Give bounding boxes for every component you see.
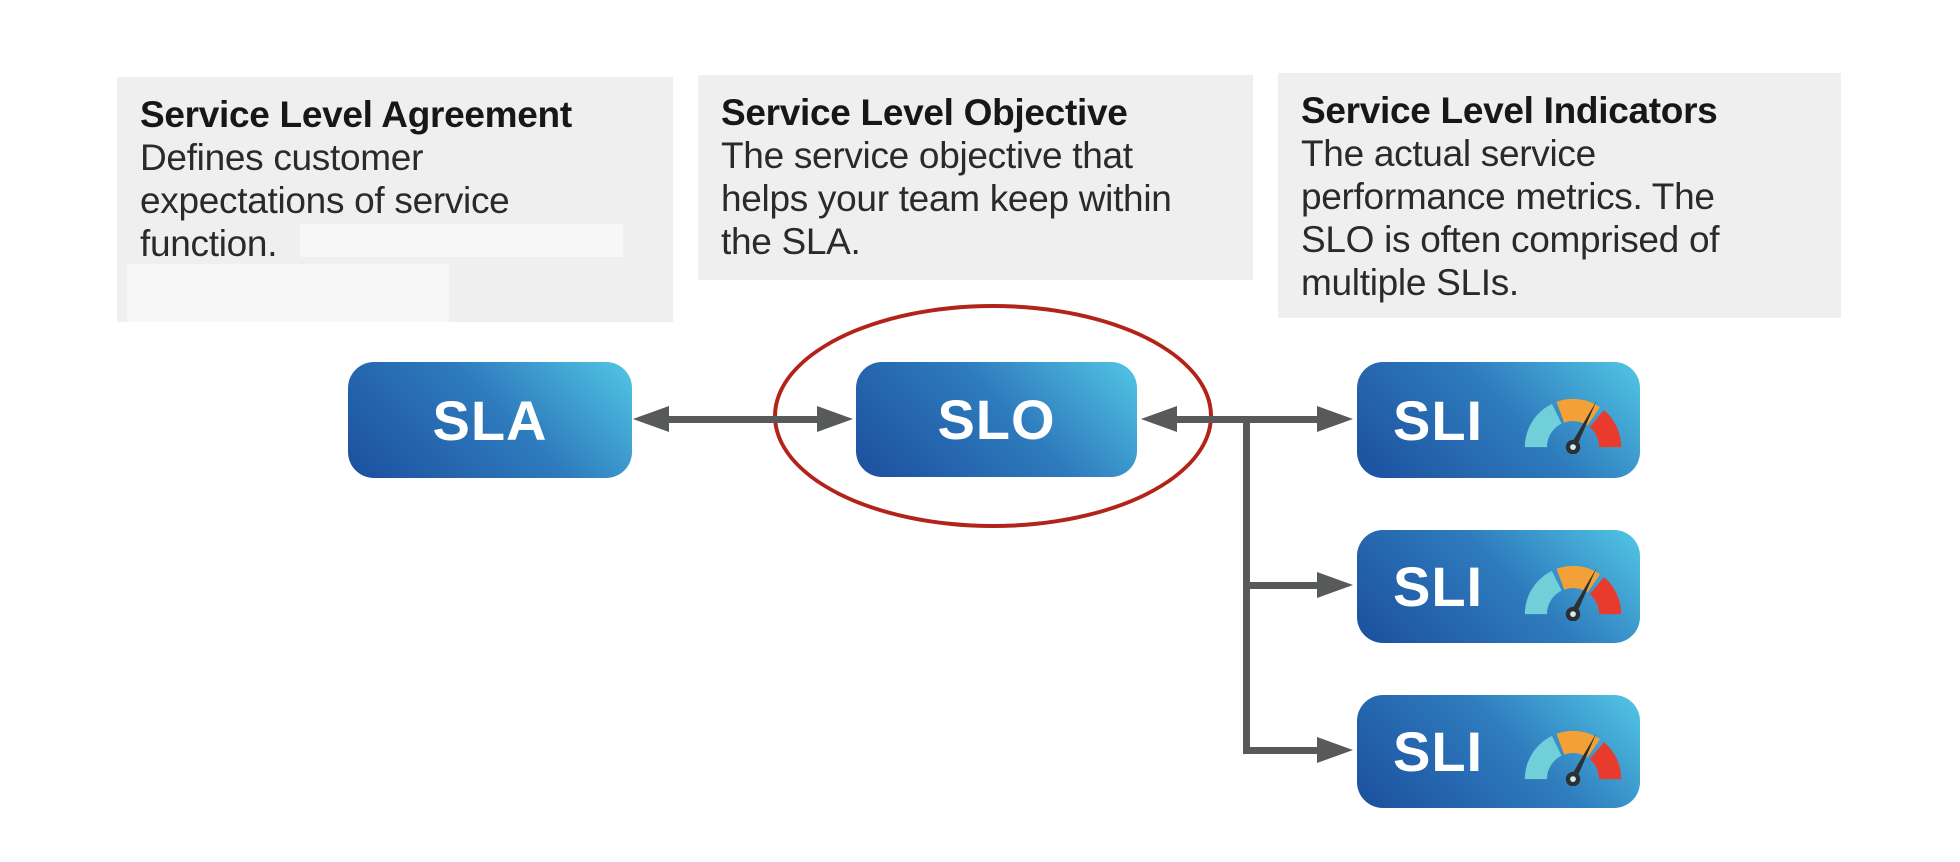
gauge-icon [1524,730,1622,786]
arrowhead-to-sla-icon [633,406,669,432]
gauge-icon [1524,565,1622,621]
description-line: the SLA. [721,221,861,262]
node-sli-label: SLI [1393,388,1484,452]
description-box-sli: Service Level Indicators The actual serv… [1278,73,1841,318]
description-title-sla: Service Level Agreement [140,94,572,135]
description-line: function. [140,223,278,264]
arrow-trunk-sli1-shaft [1247,416,1321,423]
gauge-icon [1524,398,1622,454]
description-line: SLO is often comprised of [1301,219,1720,260]
trunk-vertical-line [1243,416,1250,754]
arrowhead-to-sli3-icon [1317,737,1353,763]
arrowhead-to-slo-icon [817,406,853,432]
node-sla-label: SLA [432,388,548,452]
description-title-slo: Service Level Objective [721,92,1128,133]
description-line: The service objective that [721,135,1133,176]
description-box-slo: Service Level Objective The service obje… [698,75,1253,280]
arrow-sla-slo-shaft [662,416,822,423]
node-sli-1: SLI [1357,362,1640,478]
arrowhead-to-slo-right-icon [1141,406,1177,432]
description-line: The actual service [1301,133,1596,174]
node-sli-label: SLI [1393,720,1484,783]
arrowhead-to-sli2-icon [1317,572,1353,598]
node-slo: SLO [856,362,1137,477]
arrow-trunk-sli3-shaft [1247,747,1321,754]
node-sli-2: SLI [1357,530,1640,643]
node-sli-label: SLI [1393,555,1484,618]
description-title-sli: Service Level Indicators [1301,90,1718,131]
redacted-text-strip [300,224,623,257]
description-line: performance metrics. The [1301,176,1715,217]
node-sli-3: SLI [1357,695,1640,808]
redacted-text-strip [127,264,449,322]
description-line: multiple SLIs. [1301,262,1519,303]
node-sla: SLA [348,362,632,478]
description-line: Defines customer [140,137,424,178]
description-line: expectations of service [140,180,510,221]
arrow-slo-trunk-shaft [1173,416,1249,423]
arrowhead-to-sli1-icon [1317,406,1353,432]
arrow-trunk-sli2-shaft [1247,582,1321,589]
description-box-sla: Service Level Agreement Defines customer… [117,77,673,322]
node-slo-label: SLO [937,388,1056,451]
description-line: helps your team keep within [721,178,1172,219]
